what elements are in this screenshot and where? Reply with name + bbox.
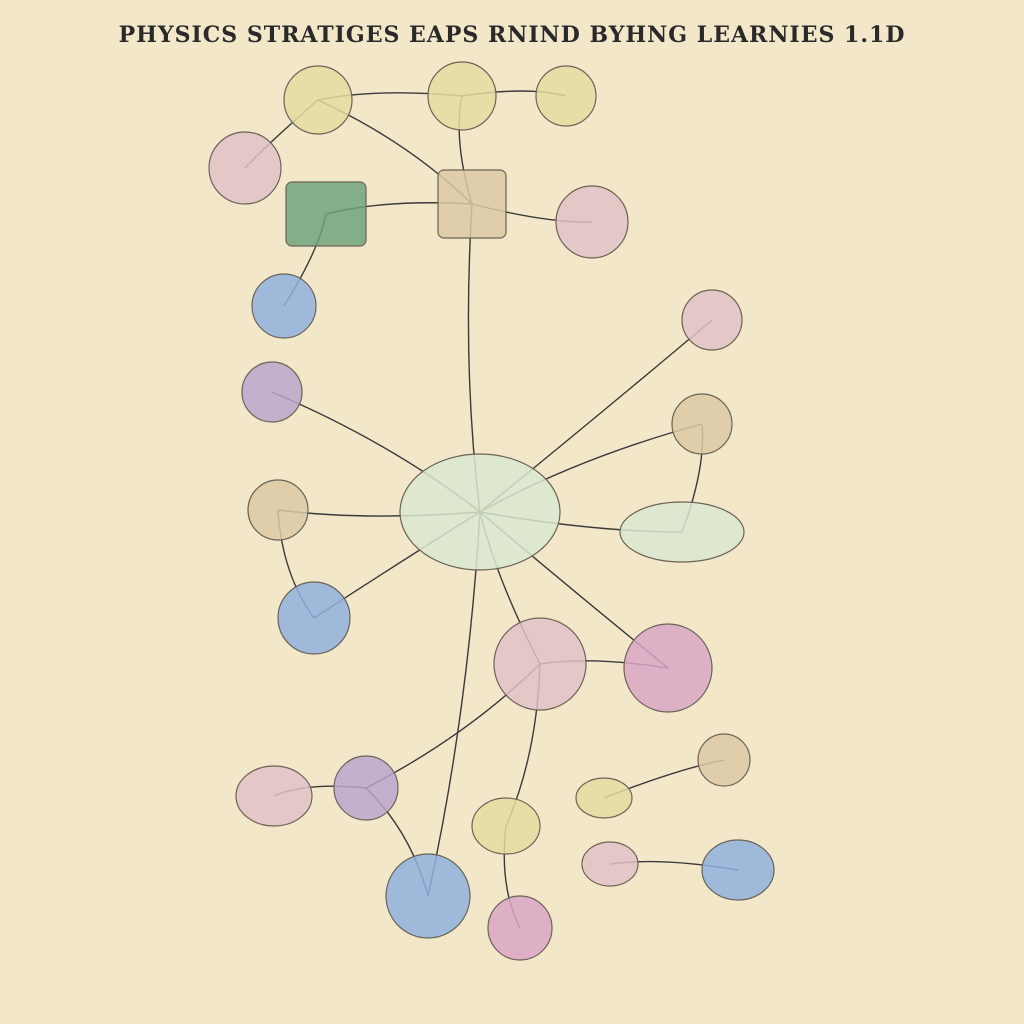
node-n4[interactable] [208, 131, 282, 205]
node-n15[interactable] [623, 623, 713, 713]
node-n2[interactable] [427, 61, 497, 131]
node-n23[interactable] [487, 895, 553, 961]
node-n21[interactable] [697, 733, 751, 787]
node-n13[interactable] [619, 501, 745, 563]
node-n1[interactable] [283, 65, 353, 135]
node-n19[interactable] [471, 797, 541, 855]
node-n17[interactable] [235, 765, 313, 827]
central-node[interactable] [399, 453, 561, 571]
node-n24[interactable] [701, 839, 775, 901]
node-n25[interactable] [581, 841, 639, 887]
node-n9[interactable] [241, 361, 303, 423]
node-layer [208, 61, 775, 961]
node-n6[interactable] [437, 169, 507, 239]
node-n3[interactable] [535, 65, 597, 127]
node-n14[interactable] [277, 581, 351, 655]
node-n20[interactable] [575, 777, 633, 819]
node-n16[interactable] [493, 617, 587, 711]
node-n5[interactable] [285, 181, 367, 247]
node-n11[interactable] [671, 393, 733, 455]
page-title: PHYSICS STRATIGES EAPS RNIND BYHNG LEARN… [118, 22, 906, 48]
node-n12[interactable] [247, 479, 309, 541]
node-n7[interactable] [555, 185, 629, 259]
node-n8[interactable] [251, 273, 317, 339]
node-n18[interactable] [333, 755, 399, 821]
node-n10[interactable] [681, 289, 743, 351]
node-n22[interactable] [385, 853, 471, 939]
